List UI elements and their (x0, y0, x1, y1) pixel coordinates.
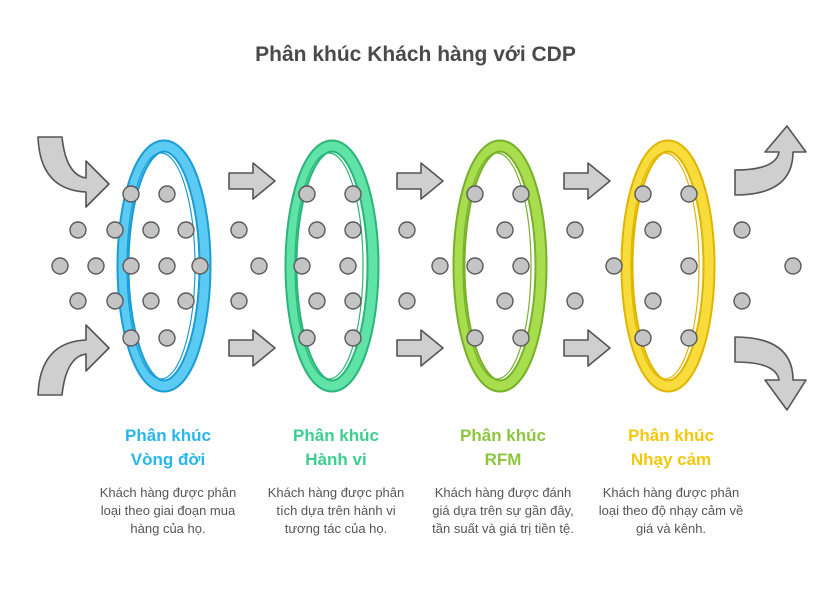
stage-title-line1: Phân khúc (628, 426, 714, 445)
customer-dot (784, 257, 802, 275)
diagram-title: Phân khúc Khách hàng với CDP (255, 43, 576, 66)
segment-ring-inner (286, 141, 378, 391)
stage-title-line2: Vòng đời (130, 450, 206, 469)
customer-dot (51, 257, 69, 275)
customer-dot (142, 221, 160, 239)
customer-dot (106, 221, 124, 239)
customer-dot (230, 292, 248, 310)
customer-dot (344, 292, 362, 310)
customer-dot (512, 257, 530, 275)
segment-ring-inner (454, 141, 546, 391)
customer-dot (308, 221, 326, 239)
customer-dot (398, 292, 416, 310)
customer-dot (158, 257, 176, 275)
customer-dot (634, 185, 652, 203)
customer-dot (308, 292, 326, 310)
customer-dot (122, 329, 140, 347)
customer-dot (122, 185, 140, 203)
customer-dot (466, 257, 484, 275)
customer-dot (733, 221, 751, 239)
segment-ring-edge (462, 152, 532, 380)
customer-dot (466, 185, 484, 203)
customer-dot (496, 292, 514, 310)
customer-dot (733, 292, 751, 310)
stage-description-rfm: Khách hàng được đánh giá dựa trên sự gần… (432, 485, 574, 536)
customer-dot (298, 329, 316, 347)
customer-dot (339, 257, 357, 275)
customer-dot (680, 185, 698, 203)
right-arrow-icon (396, 329, 444, 367)
customer-dot (644, 221, 662, 239)
right-arrow-icon (228, 329, 276, 367)
stage-title-line2: Hành vi (305, 450, 367, 469)
curved-output-arrow-icon (734, 336, 807, 411)
customer-dot (680, 257, 698, 275)
stage-title-rfm: Phân khúc RFM (423, 424, 583, 472)
customer-dot (69, 221, 87, 239)
customer-dot (431, 257, 449, 275)
customer-dot (177, 221, 195, 239)
right-arrow-icon (563, 162, 611, 200)
stage-title-line2: RFM (484, 450, 522, 469)
customer-dot (566, 292, 584, 310)
curved-input-arrow-icon (37, 136, 110, 208)
segment-ring-inner (622, 141, 714, 391)
right-arrow-icon (228, 162, 276, 200)
customer-dot (496, 221, 514, 239)
customer-dot (344, 185, 362, 203)
customer-dot (87, 257, 105, 275)
curved-output-arrow-icon (734, 125, 807, 196)
customer-dot (69, 292, 87, 310)
customer-dot (230, 221, 248, 239)
customer-dot (634, 329, 652, 347)
curved-input-arrow-icon (37, 324, 110, 396)
stage-title-lifecycle: Phân khúc Vòng đời (88, 424, 248, 472)
customer-dot (605, 257, 623, 275)
stage-title-line1: Phân khúc (460, 426, 546, 445)
stage-description-lifecycle: Khách hàng được phân loại theo giai đoạn… (99, 485, 237, 536)
customer-dot (106, 292, 124, 310)
customer-dot (566, 221, 584, 239)
customer-dot (644, 292, 662, 310)
segment-ring-edge (630, 152, 700, 380)
customer-dot (191, 257, 209, 275)
customer-dot (466, 329, 484, 347)
customer-dot (250, 257, 268, 275)
customer-dot (293, 257, 311, 275)
customer-dot (177, 292, 195, 310)
right-arrow-icon (396, 162, 444, 200)
customer-dot (680, 329, 698, 347)
stage-title-sensitivity: Phân khúc Nhạy cảm (591, 424, 751, 472)
customer-dot (142, 292, 160, 310)
customer-dot (344, 329, 362, 347)
customer-dot (512, 185, 530, 203)
stage-description-behavior: Khách hàng được phân tích dựa trên hành … (267, 485, 405, 536)
right-arrow-icon (563, 329, 611, 367)
customer-dot (158, 329, 176, 347)
stage-title-line1: Phân khúc (125, 426, 211, 445)
customer-dot (398, 221, 416, 239)
customer-dot (512, 329, 530, 347)
customer-dot (344, 221, 362, 239)
customer-dot (298, 185, 316, 203)
customer-dot (158, 185, 176, 203)
customer-dot (122, 257, 140, 275)
stage-title-line2: Nhạy cảm (630, 450, 712, 469)
stage-description-sensitivity: Khách hàng được phân loại theo độ nhạy c… (598, 485, 744, 536)
stage-title-line1: Phân khúc (293, 426, 379, 445)
stage-title-behavior: Phân khúc Hành vi (256, 424, 416, 472)
